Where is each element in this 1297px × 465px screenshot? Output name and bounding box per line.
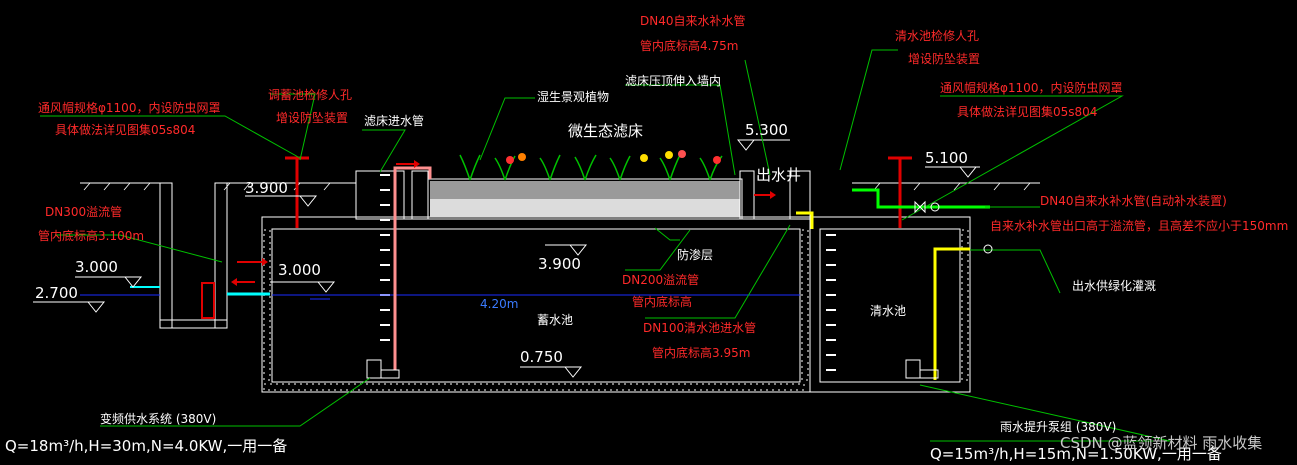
wall-hatching bbox=[263, 229, 809, 391]
rain-pump-label: 雨水提升泵组 (380V) bbox=[1000, 419, 1116, 434]
elev-5100: 5.100 bbox=[925, 149, 968, 167]
clear-tank-walls bbox=[809, 216, 971, 393]
elev-3000-right: 3.000 bbox=[278, 261, 321, 279]
dn200-elev-label: 管内底标高 bbox=[632, 294, 692, 309]
eco-filter-label: 微生态滤床 bbox=[568, 122, 643, 140]
filter-inlet-label: 滤床进水管 bbox=[364, 113, 424, 128]
dn100-elev-label: 管内底标高3.95m bbox=[652, 345, 750, 360]
vfd-spec-label: Q=18m³/h,H=30m,N=4.0KW,一用一备 bbox=[5, 437, 287, 455]
outlet-green-label: 出水供绿化灌溉 bbox=[1072, 278, 1156, 293]
storage-manhole-label: 调蓄池检修人孔 bbox=[268, 87, 352, 102]
dn40-refill-elev: 管内底标高4.75m bbox=[640, 38, 738, 53]
rain-pump-spec: Q=15m³/h,H=15m,N=1.50KW,一用一备 bbox=[930, 445, 1222, 463]
left-valve-box bbox=[201, 282, 215, 319]
dn300-overflow-label: DN300溢流管 bbox=[45, 204, 122, 219]
elev-3000-left: 3.000 bbox=[75, 258, 118, 276]
pump-left bbox=[366, 359, 400, 379]
dn300-elev-label: 管内底标高3.100m bbox=[38, 228, 144, 243]
elev-3900-mid: 3.900 bbox=[538, 255, 581, 273]
overflow-yellow-pipe bbox=[796, 211, 814, 229]
leader-lines bbox=[40, 49, 1171, 442]
dn40-auto-note: 自来水补水管出口高于溢流管，且高差不应小于150mm bbox=[990, 218, 1288, 233]
clear-tank-manhole-sub: 增设防坠装置 bbox=[908, 51, 980, 66]
dn100-inlet-label: DN100清水池进水管 bbox=[643, 320, 756, 335]
elevation-markers bbox=[33, 139, 980, 378]
clear-tank-label: 清水池 bbox=[870, 304, 906, 318]
clear-tank-manhole-label: 清水池检修人孔 bbox=[895, 28, 979, 43]
ladder-clear bbox=[826, 234, 836, 371]
filter-bed bbox=[355, 170, 811, 230]
water-lines bbox=[80, 294, 800, 300]
filter-top-wall-label: 滤床压顶伸入墙内 bbox=[625, 74, 721, 88]
vent-left-line1: 通风帽规格φ1100，内设防虫网罩 bbox=[38, 100, 220, 115]
dn40-auto-label: DN40自来水补水管(自动补水装置) bbox=[1040, 193, 1227, 208]
water-depth-label: 4.20m bbox=[480, 297, 518, 311]
ladder-storage bbox=[380, 174, 390, 341]
elev-5300: 5.300 bbox=[745, 121, 788, 139]
outlet-well-label: 出水井 bbox=[756, 166, 801, 184]
vent-right-line2: 具体做法详见图集05s804 bbox=[957, 104, 1097, 119]
elev-2700: 2.700 bbox=[35, 284, 78, 302]
vent-left-line2: 具体做法详见图集05s804 bbox=[55, 122, 195, 137]
dn40-auto-pipe bbox=[852, 188, 990, 209]
storage-manhole-sub: 增设防坠装置 bbox=[276, 110, 348, 125]
dn40-refill-label: DN40自来水补水管 bbox=[640, 13, 746, 28]
flowers bbox=[506, 150, 721, 164]
left-well bbox=[159, 182, 228, 329]
rain-pump-riser bbox=[933, 247, 970, 380]
wetland-plants-label: 湿生景观植物 bbox=[537, 89, 609, 104]
elev-3900-left: 3.900 bbox=[245, 179, 288, 197]
vent-right-line1: 通风帽规格φ1100，内设防虫网罩 bbox=[940, 80, 1122, 95]
seepage-layer-label: 防渗层 bbox=[677, 247, 713, 262]
pipes bbox=[130, 156, 990, 380]
vfd-supply-label: 变频供水系统 (380V) bbox=[100, 411, 216, 426]
flow-arrows bbox=[231, 160, 776, 286]
elev-0750: 0.750 bbox=[520, 348, 563, 366]
watermark: CSDN @蓝领新材料 雨水收集 bbox=[1060, 434, 1262, 452]
dn200-overflow-label: DN200溢流管 bbox=[622, 272, 699, 287]
plants bbox=[459, 154, 723, 181]
valves bbox=[914, 200, 993, 254]
storage-tank-label: 蓄水池 bbox=[537, 313, 573, 327]
filter-inlet-pipe bbox=[393, 166, 432, 370]
pump-right bbox=[905, 359, 939, 379]
